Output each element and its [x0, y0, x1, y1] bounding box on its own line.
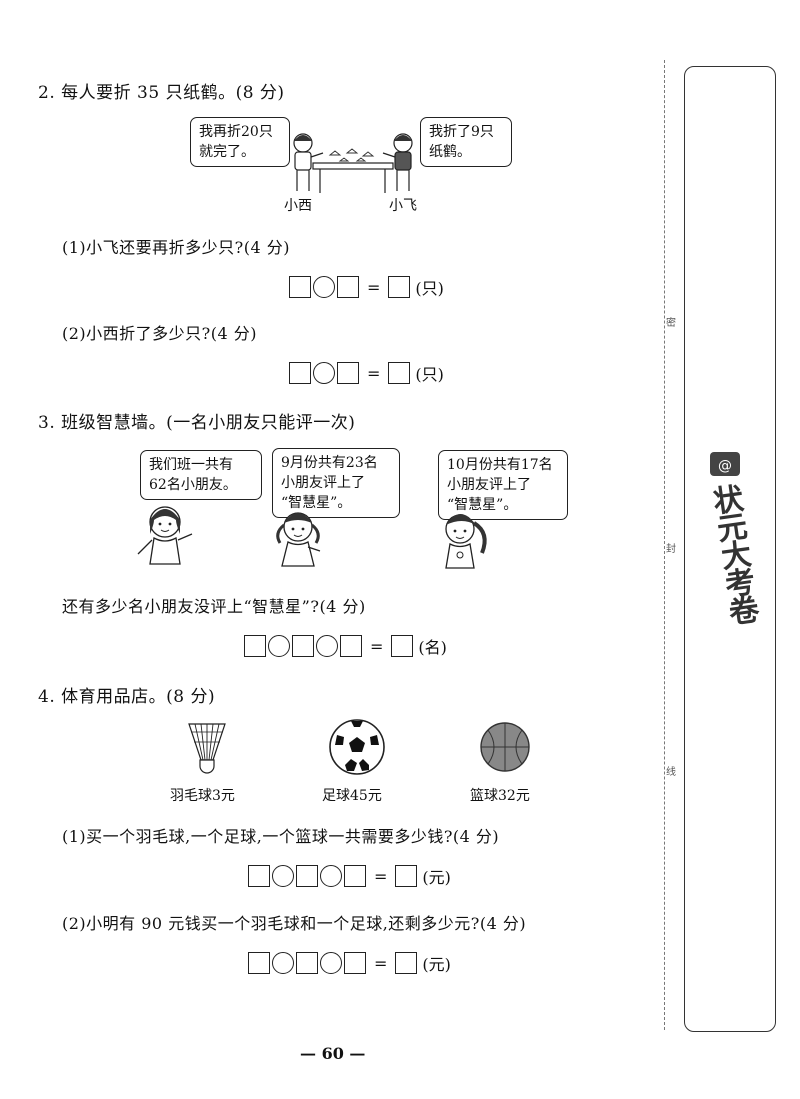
- answer-box[interactable]: [340, 635, 362, 657]
- margin-mark-close: 封: [666, 544, 676, 555]
- q3-speech-3-line3: “智慧星”。: [447, 497, 518, 513]
- unit-label: (只): [415, 365, 444, 384]
- side-binding-panel: [684, 66, 776, 1032]
- q3-speech-1-line2: 62名小朋友。: [149, 477, 237, 493]
- unit-label: (只): [415, 279, 444, 298]
- q3-speech-3-line1: 10月份共有17名: [447, 457, 553, 473]
- q2-sub2-equation: = (只): [289, 361, 444, 385]
- q3-title: 3. 班级智慧墙。(一名小朋友只能评一次): [38, 413, 356, 433]
- equals-sign: =: [367, 363, 381, 383]
- q2-children-folding-illustration: [293, 133, 413, 193]
- q2-title: 2. 每人要折 35 只纸鹤。(8 分): [38, 83, 285, 103]
- operator-circle[interactable]: [320, 952, 342, 974]
- result-box[interactable]: [395, 865, 418, 887]
- q2-sub2: (2)小西折了多少只?(4 分): [62, 324, 257, 343]
- binding-dashed-line: [664, 60, 665, 1030]
- q2-speech-right-line2: 纸鹤。: [429, 144, 471, 160]
- q4-sub1: (1)买一个羽毛球,一个足球,一个篮球一共需要多少钱?(4 分): [62, 827, 500, 846]
- answer-box[interactable]: [344, 952, 366, 974]
- q2-name-left: 小西: [284, 198, 312, 214]
- q3-equation: = (名): [244, 634, 447, 658]
- item-basketball-price: 篮球32元: [470, 788, 530, 804]
- q3-speech-2-line1: 9月份共有23名: [281, 455, 378, 471]
- equals-sign: =: [374, 953, 388, 973]
- q2-name-right: 小飞: [389, 198, 417, 214]
- q3-speech-1-line1: 我们班一共有: [149, 457, 233, 473]
- answer-box[interactable]: [289, 276, 311, 298]
- answer-box[interactable]: [337, 362, 359, 384]
- operator-circle[interactable]: [316, 635, 338, 657]
- operator-circle[interactable]: [272, 865, 294, 887]
- q3-speech-3: 10月份共有17名 小朋友评上了 “智慧星”。: [438, 450, 568, 520]
- q4-title: 4. 体育用品店。(8 分): [38, 687, 216, 707]
- q3-speech-2: 9月份共有23名 小朋友评上了 “智慧星”。: [272, 448, 400, 518]
- q4-sub2: (2)小明有 90 元钱买一个羽毛球和一个足球,还剩多少元?(4 分): [62, 914, 527, 933]
- equals-sign: =: [374, 866, 388, 886]
- operator-circle[interactable]: [268, 635, 290, 657]
- girl-3-icon: [445, 514, 487, 569]
- answer-box[interactable]: [289, 362, 311, 384]
- page-number: — 60 —: [300, 1044, 366, 1063]
- item-badminton-price: 羽毛球3元: [170, 788, 235, 804]
- answer-box[interactable]: [296, 865, 318, 887]
- answer-box[interactable]: [296, 952, 318, 974]
- equals-sign: =: [370, 636, 384, 656]
- operator-circle[interactable]: [320, 865, 342, 887]
- q2-speech-right: 我折了9只 纸鹤。: [420, 117, 512, 167]
- answer-box[interactable]: [337, 276, 359, 298]
- brand-emblem-icon: @: [710, 452, 740, 476]
- answer-box[interactable]: [248, 865, 270, 887]
- q2-speech-left: 我再折20只 就完了。: [190, 117, 290, 167]
- unit-label: (元): [422, 868, 451, 887]
- equals-sign: =: [367, 277, 381, 297]
- result-box[interactable]: [395, 952, 418, 974]
- brand-logo: @ 状元大考卷: [705, 450, 760, 650]
- operator-circle[interactable]: [313, 276, 335, 298]
- q2-sub1-equation: = (只): [289, 275, 444, 299]
- margin-mark-seal: 密: [666, 318, 676, 329]
- q3-speech-2-line3: “智慧星”。: [281, 495, 352, 511]
- answer-box[interactable]: [248, 952, 270, 974]
- q3-speech-1: 我们班一共有 62名小朋友。: [140, 450, 262, 500]
- girl-2-icon: [276, 512, 321, 567]
- girl-1-icon: [137, 506, 193, 565]
- margin-mark-line: 线: [666, 767, 676, 778]
- svg-text:@: @: [718, 458, 732, 474]
- answer-box[interactable]: [292, 635, 314, 657]
- answer-box[interactable]: [244, 635, 266, 657]
- result-box[interactable]: [391, 635, 414, 657]
- q3-speech-3-line2: 小朋友评上了: [447, 477, 531, 493]
- q3-question: 还有多少名小朋友没评上“智慧星”?(4 分): [62, 597, 366, 616]
- basketball-icon: [480, 722, 530, 772]
- result-box[interactable]: [388, 362, 411, 384]
- badminton-shuttlecock-icon: [188, 723, 226, 774]
- operator-circle[interactable]: [313, 362, 335, 384]
- result-box[interactable]: [388, 276, 411, 298]
- unit-label: (元): [422, 955, 451, 974]
- q4-sub2-equation: = (元): [248, 951, 451, 975]
- q4-sub1-equation: = (元): [248, 864, 451, 888]
- item-football-price: 足球45元: [322, 788, 382, 804]
- operator-circle[interactable]: [272, 952, 294, 974]
- unit-label: (名): [418, 638, 447, 657]
- q2-speech-left-line1: 我再折20只: [199, 124, 273, 140]
- football-icon: [329, 719, 385, 775]
- q2-speech-right-line1: 我折了9只: [429, 124, 494, 140]
- answer-box[interactable]: [344, 865, 366, 887]
- q3-speech-2-line2: 小朋友评上了: [281, 475, 365, 491]
- q2-speech-left-line2: 就完了。: [199, 144, 255, 160]
- q2-sub1: (1)小飞还要再折多少只?(4 分): [62, 238, 290, 257]
